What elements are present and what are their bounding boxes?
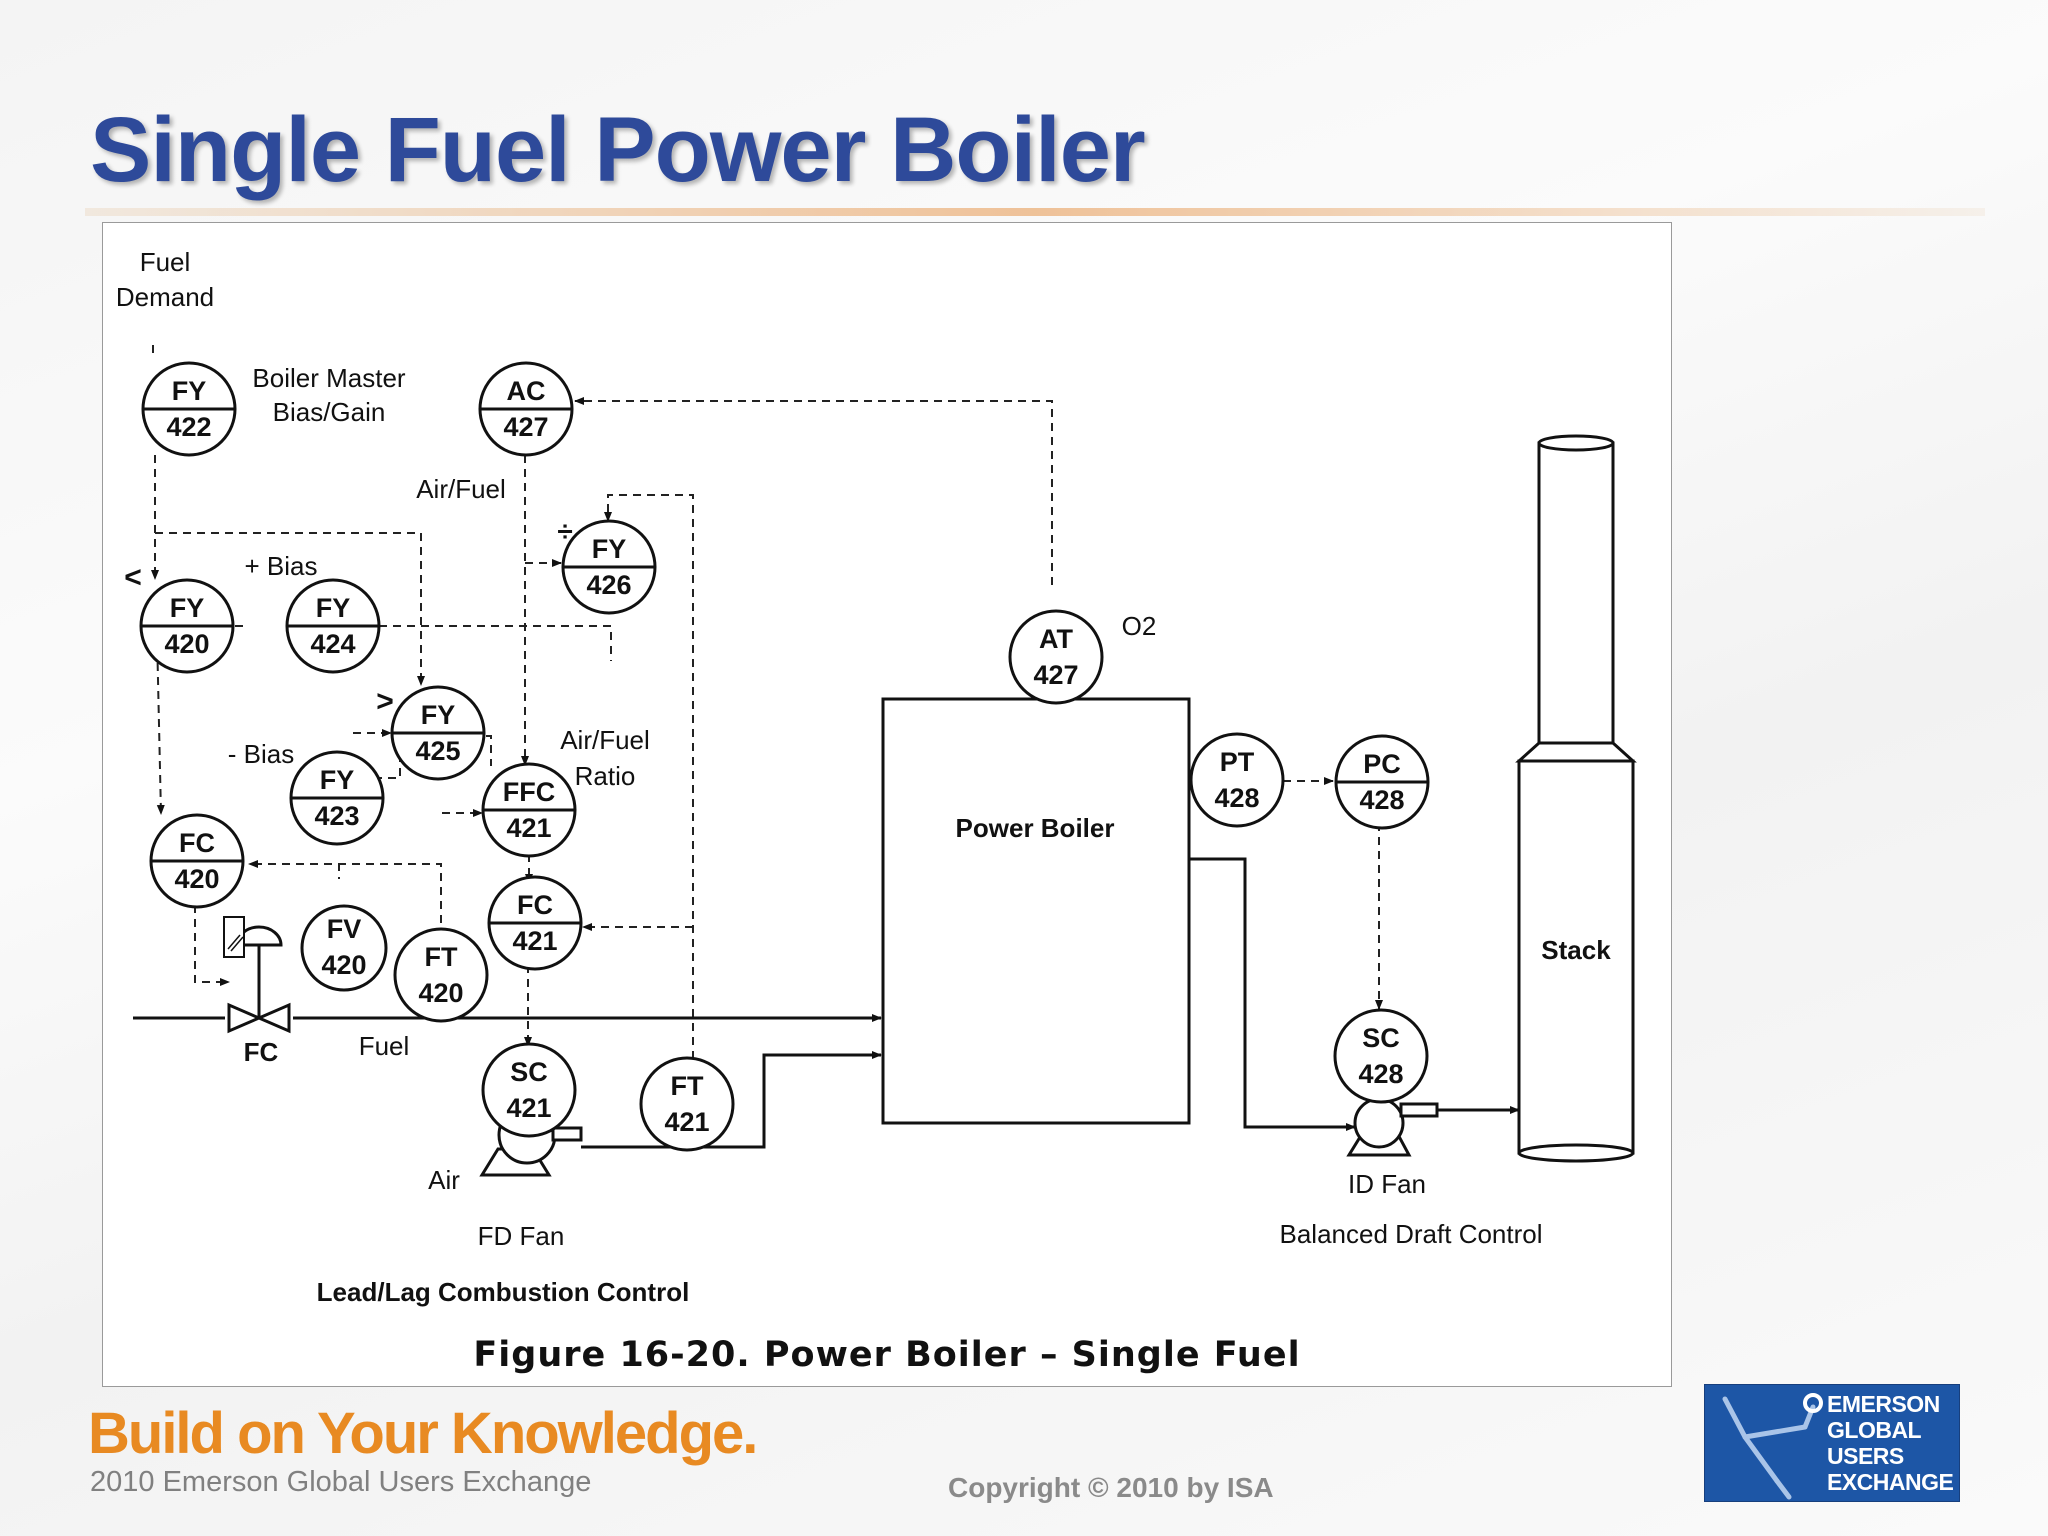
at427-num: 427: [1033, 660, 1078, 690]
stack-label: Stack: [1541, 935, 1611, 965]
logo-line-2: GLOBAL: [1827, 1417, 1922, 1443]
sc421-tag: SC: [510, 1057, 548, 1087]
fy423-tag: FY: [320, 765, 355, 795]
ffc421-tag: FFC: [503, 777, 555, 807]
fuel-label: Fuel: [359, 1031, 410, 1061]
fy420-tag: FY: [170, 593, 205, 623]
id-fan-shape: [1346, 1097, 1439, 1157]
fuel-demand-label-1: Fuel: [140, 247, 191, 277]
fail-closed-label: FC: [244, 1037, 279, 1067]
fv420-num: 420: [321, 950, 366, 980]
air-fuel-ratio-label-1: Air/Fuel: [560, 725, 650, 755]
boiler-master-label-1: Boiler Master: [252, 363, 405, 393]
plus-bias-label: + Bias: [245, 551, 318, 581]
fy426-tag: FY: [592, 534, 627, 564]
fy422-tag: FY: [172, 376, 207, 406]
bubble-labels: FY 422 AC 427 FY 426 FY 420 FY 424 FY 42…: [164, 376, 1404, 1137]
pc428-num: 428: [1359, 785, 1404, 815]
air-label: Air: [428, 1165, 460, 1195]
fv420-tag: FV: [327, 914, 362, 944]
boiler-master-label-2: Bias/Gain: [273, 397, 386, 427]
power-boiler-box: [881, 697, 1191, 1125]
fuel-demand-label-2: Demand: [116, 282, 214, 312]
logo-line-3: USERS: [1827, 1443, 1904, 1469]
stack-shape: [1515, 434, 1637, 1163]
logo-line-4: EXCHANGE: [1827, 1469, 1954, 1495]
sc428-tag: SC: [1362, 1023, 1400, 1053]
pid-diagram: FY 422 AC 427 FY 426 FY 420 FY 424 FY 42…: [116, 247, 1637, 1307]
fy425-num: 425: [415, 736, 460, 766]
tagline: Build on Your Knowledge.: [88, 1401, 758, 1466]
ft421-num: 421: [664, 1107, 709, 1137]
logo-network-icon: [1722, 1393, 1823, 1500]
diagram-figure: FY 422 AC 427 FY 426 FY 420 FY 424 FY 42…: [102, 222, 1672, 1387]
slide-title: Single Fuel Power Boiler: [90, 99, 1146, 201]
fd-fan-label: FD Fan: [478, 1221, 565, 1251]
divide-symbol: ÷: [557, 516, 572, 547]
logo-line-1: EMERSON: [1827, 1391, 1940, 1417]
fy424-num: 424: [310, 629, 355, 659]
fy423-num: 423: [314, 801, 359, 831]
low-select-symbol: <: [124, 561, 142, 594]
fc421-num: 421: [512, 926, 557, 956]
emerson-logo: EMERSON GLOBAL USERS EXCHANGE: [1704, 1384, 1960, 1502]
fc420-num: 420: [174, 864, 219, 894]
fy422-num: 422: [166, 412, 211, 442]
copyright-notice: Copyright © 2010 by ISA: [948, 1472, 1274, 1503]
tagline-subtitle: 2010 Emerson Global Users Exchange: [90, 1466, 592, 1498]
id-fan-label: ID Fan: [1348, 1169, 1426, 1199]
power-boiler-label: Power Boiler: [956, 813, 1115, 843]
fy426-num: 426: [586, 570, 631, 600]
sc428-num: 428: [1358, 1059, 1403, 1089]
control-valve: [223, 916, 291, 1034]
air-fuel-label: Air/Fuel: [416, 474, 506, 504]
fy420-num: 420: [164, 629, 209, 659]
sc421-num: 421: [506, 1093, 551, 1123]
minus-bias-label: - Bias: [228, 739, 294, 769]
fc420-tag: FC: [179, 828, 215, 858]
ac427-tag: AC: [507, 376, 546, 406]
signal-lines: [151, 345, 1383, 1059]
balanced-draft-label: Balanced Draft Control: [1279, 1219, 1542, 1249]
pc428-tag: PC: [1363, 749, 1401, 779]
title-divider: [85, 208, 1985, 216]
pt428-num: 428: [1214, 783, 1259, 813]
high-select-symbol: >: [376, 685, 394, 718]
fc421-tag: FC: [517, 890, 553, 920]
process-lines: [133, 857, 1520, 1149]
air-fuel-ratio-label-2: Ratio: [575, 761, 636, 791]
fy425-tag: FY: [421, 700, 456, 730]
fy424-tag: FY: [316, 593, 351, 623]
lead-lag-label: Lead/Lag Combustion Control: [317, 1277, 690, 1307]
ffc421-num: 421: [506, 813, 551, 843]
ft420-tag: FT: [425, 942, 458, 972]
at427-tag: AT: [1039, 624, 1073, 654]
ac427-num: 427: [503, 412, 548, 442]
figure-caption: Figure 16-20. Power Boiler – Single Fuel: [473, 1335, 1301, 1375]
instrument-bubbles: [139, 361, 1430, 1152]
o2-label: O2: [1122, 611, 1157, 641]
ft420-num: 420: [418, 978, 463, 1008]
pt428-tag: PT: [1220, 747, 1255, 777]
diagram-labels: Fuel Demand Boiler Master Bias/Gain Air/…: [116, 247, 1611, 1307]
logo-wordmark: EMERSON GLOBAL USERS EXCHANGE: [1827, 1391, 1954, 1495]
ft421-tag: FT: [671, 1071, 704, 1101]
